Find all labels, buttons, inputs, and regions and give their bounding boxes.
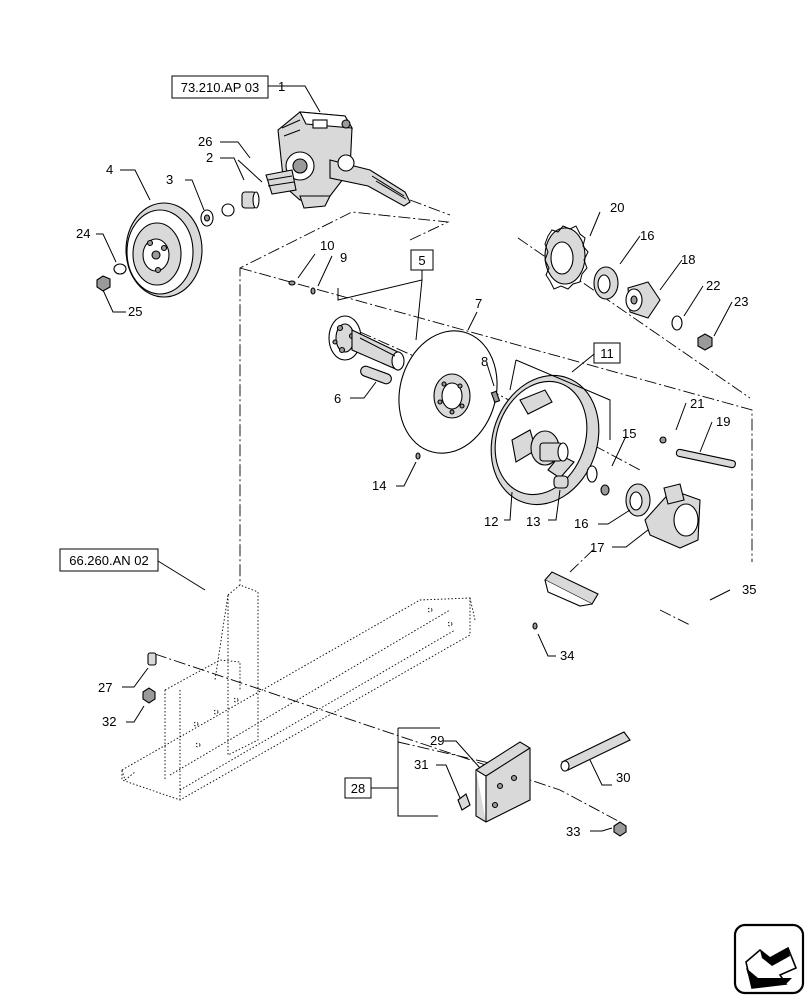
callout-26: 26 <box>198 134 212 149</box>
frame-beam <box>121 584 476 801</box>
svg-text:11: 11 <box>600 346 614 361</box>
callout-16-upper: 16 <box>640 228 654 243</box>
pulley-hardware <box>96 159 263 292</box>
callout-4: 4 <box>106 162 113 177</box>
sprocket-bearing-group <box>544 225 713 351</box>
next-page-arrow-icon[interactable] <box>733 923 805 995</box>
callout-19: 19 <box>716 414 730 429</box>
callout-18: 18 <box>681 252 695 267</box>
gearbox <box>265 111 411 209</box>
callout-13: 13 <box>526 514 540 529</box>
hub-shaft <box>288 280 405 385</box>
callout-22: 22 <box>706 278 720 293</box>
callout-6: 6 <box>334 391 341 406</box>
frame-fasteners <box>142 652 157 704</box>
callout-7: 7 <box>475 296 482 311</box>
bearing-housing-group <box>586 436 736 549</box>
kit-box-5: 5 <box>410 249 434 271</box>
callout-3: 3 <box>166 172 173 187</box>
callout-12: 12 <box>484 514 498 529</box>
callout-21: 21 <box>690 396 704 411</box>
callout-23: 23 <box>734 294 748 309</box>
callout-16-lower: 16 <box>574 516 588 531</box>
reference-top-text: 73.210.AP 03 <box>181 80 260 95</box>
callout-14: 14 <box>372 478 386 493</box>
callout-30: 30 <box>616 770 630 785</box>
callout-27: 27 <box>98 680 112 695</box>
reference-box-left[interactable]: 66.260.AN 02 <box>59 548 159 572</box>
reference-box-top[interactable]: 73.210.AP 03 <box>171 75 269 99</box>
pulley <box>125 202 203 298</box>
reference-left-text: 66.260.AN 02 <box>69 553 149 568</box>
callout-25: 25 <box>128 304 142 319</box>
callout-8: 8 <box>481 354 488 369</box>
callout-29: 29 <box>430 733 444 748</box>
callout-31: 31 <box>414 757 428 772</box>
callout-1: 1 <box>278 79 285 94</box>
callout-20: 20 <box>610 200 624 215</box>
small-bracket <box>532 571 599 630</box>
callout-24: 24 <box>76 226 90 241</box>
callout-17: 17 <box>590 540 604 555</box>
leader-lines <box>96 85 733 832</box>
support-bracket <box>457 731 631 837</box>
callout-32: 32 <box>102 714 116 729</box>
callout-labels: 1 26 2 3 4 24 25 10 9 7 6 8 14 12 13 15 … <box>76 79 756 839</box>
callout-2: 2 <box>206 150 213 165</box>
svg-text:5: 5 <box>418 253 425 268</box>
kit-box-11: 11 <box>593 342 621 364</box>
kit-box-28: 28 <box>344 777 372 799</box>
callout-10: 10 <box>320 238 334 253</box>
svg-text:28: 28 <box>351 781 365 796</box>
clutch-plate <box>415 374 600 506</box>
callout-34: 34 <box>560 648 574 663</box>
callout-9: 9 <box>340 250 347 265</box>
friction-disc <box>398 330 501 454</box>
callout-15: 15 <box>622 426 636 441</box>
callout-33: 33 <box>566 824 580 839</box>
callout-35: 35 <box>742 582 756 597</box>
